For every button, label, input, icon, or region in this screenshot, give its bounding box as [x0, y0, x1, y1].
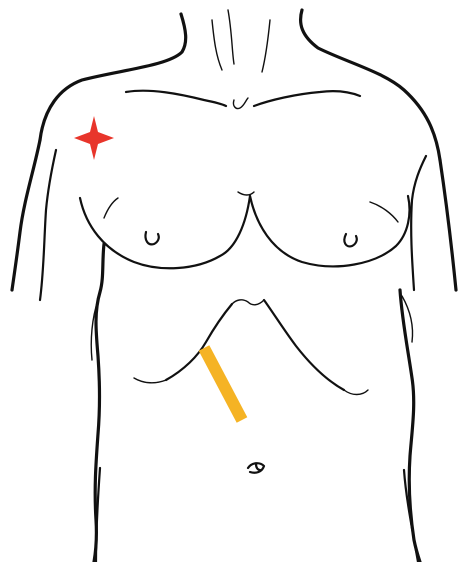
body-outline	[12, 10, 456, 562]
left-flank	[94, 244, 104, 562]
right-hip-line	[404, 470, 418, 562]
sternum-line	[238, 192, 254, 195]
neck-tendon-center	[228, 10, 234, 64]
left-pec-lower	[80, 196, 250, 268]
left-arm-outer	[12, 140, 40, 290]
left-lower-rib	[134, 378, 166, 383]
right-pec-upper	[370, 202, 398, 222]
left-clavicle	[126, 91, 226, 106]
right-neck-line	[301, 10, 440, 160]
sternal-notch	[233, 98, 248, 109]
right-clavicle	[254, 91, 360, 106]
chest	[80, 192, 410, 268]
right-arm-inner	[411, 156, 426, 290]
rib-margin-right	[264, 300, 344, 390]
right-lower-rib	[344, 390, 368, 395]
neck-tendon-left	[212, 20, 222, 70]
right-pec-lower	[250, 196, 410, 266]
left-pec-upper	[104, 198, 118, 218]
left-arm-inner	[40, 150, 56, 300]
neck-tendon-right	[262, 20, 270, 72]
clavicles	[126, 91, 360, 109]
right-nipple	[344, 234, 356, 246]
rib-margin-left	[166, 304, 232, 380]
navel	[248, 463, 264, 473]
neck-details	[212, 10, 270, 72]
incision-bar-icon	[204, 348, 242, 420]
four-point-star-icon	[74, 116, 114, 160]
right-arm-outer	[440, 160, 456, 290]
xiphoid-notch	[232, 300, 264, 305]
abdomen	[134, 300, 368, 473]
left-neck-line	[40, 14, 186, 140]
left-nipple	[145, 232, 158, 244]
